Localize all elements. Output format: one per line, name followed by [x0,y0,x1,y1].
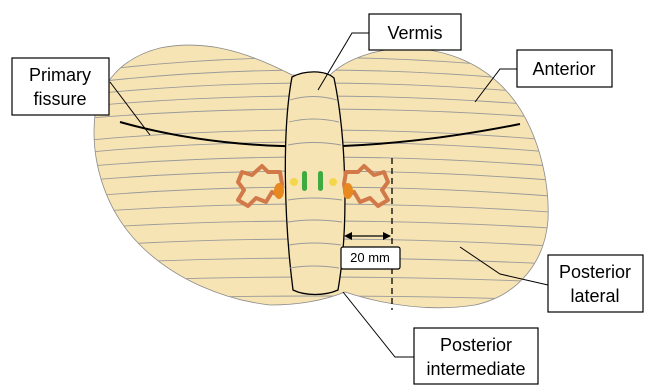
right-green-marker [318,171,323,191]
posterior-intermediate-label-line2: intermediate [426,359,525,379]
posterior-lateral-label-line2: lateral [570,286,619,306]
right-yellow-marker [329,178,337,186]
posterior-lateral-label-line1: Posterior [559,262,631,282]
left-green-marker [302,171,307,191]
scale-label: 20 mm [350,250,390,265]
vermis-label: Vermis [387,23,442,43]
posterior-intermediate-label-line1: Posterior [440,335,512,355]
left-nucleus-dot [274,183,284,199]
right-nucleus-dot [343,183,353,199]
left-yellow-marker [290,178,298,186]
anterior-label: Anterior [532,59,595,79]
primary-fissure-label-line1: Primary [29,65,91,85]
primary-fissure-label-line2: fissure [33,89,86,109]
